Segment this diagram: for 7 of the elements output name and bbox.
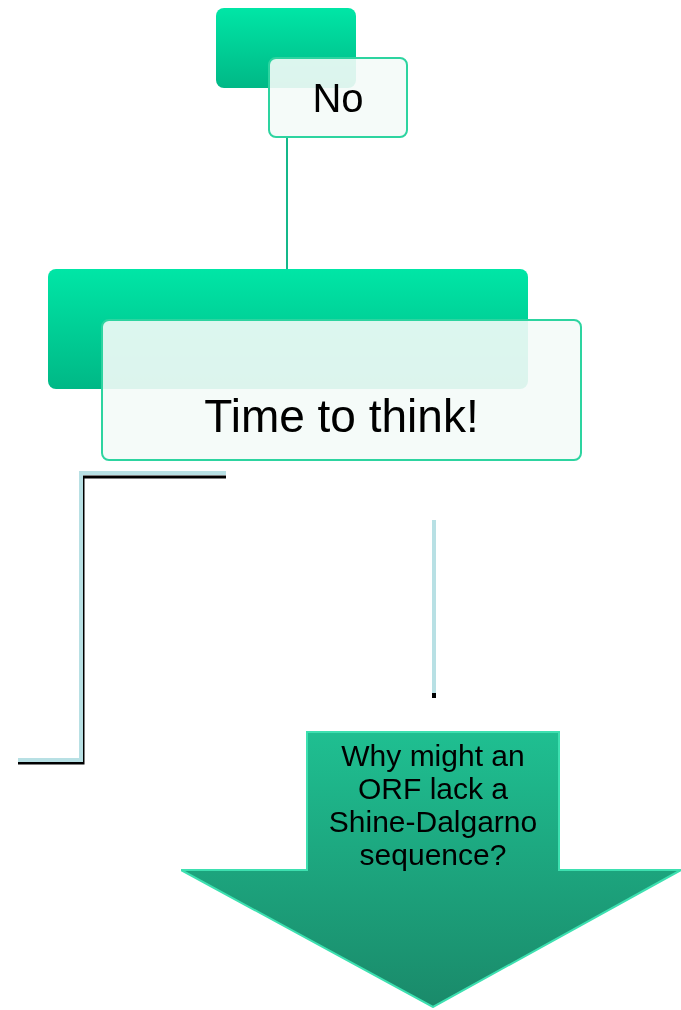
down-arrow-shape xyxy=(181,731,681,1008)
card-text: No xyxy=(312,74,364,122)
card-text: Time to think! xyxy=(204,393,479,439)
text-card xyxy=(268,57,408,138)
question-text: Why might an ORF lack a Shine-Dalgarno sequence? xyxy=(327,739,539,871)
connector-line xyxy=(286,137,288,270)
text-card xyxy=(101,319,582,461)
